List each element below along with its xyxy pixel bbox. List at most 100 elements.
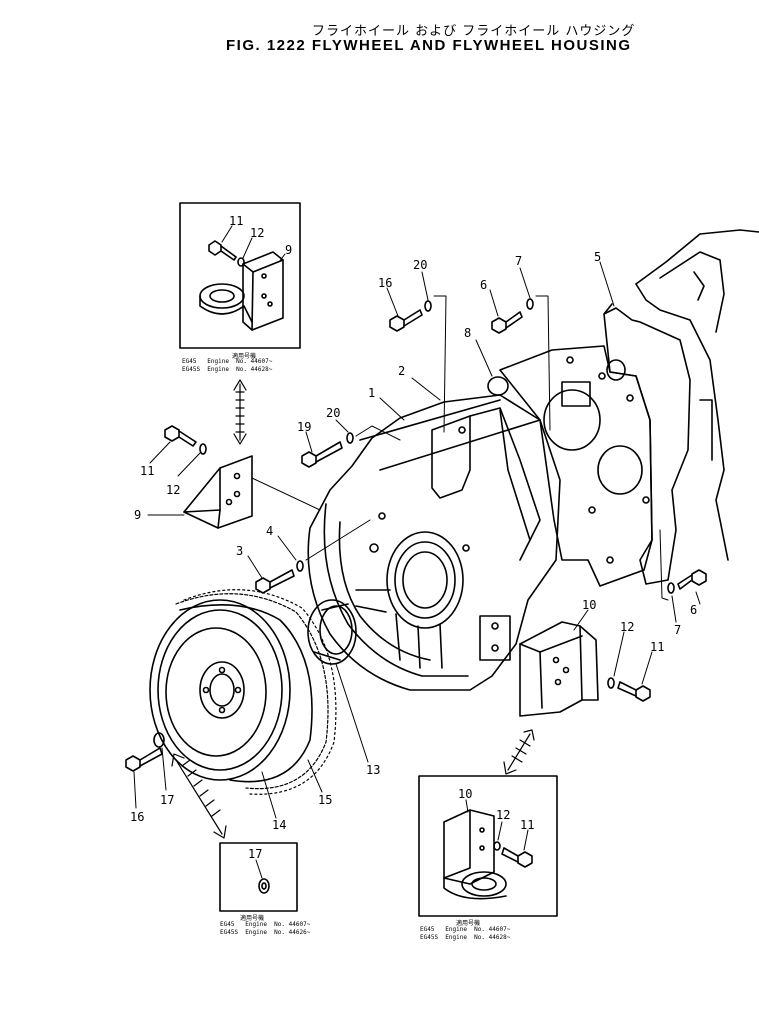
- washer-part-12-inset-top: [237, 257, 245, 267]
- label-part-8: 8: [464, 326, 472, 340]
- note-bottom-left-line1: EG45 Engine No. 44607~: [220, 921, 311, 928]
- washer-part-7-right: [667, 582, 675, 594]
- line-bolt6-to-gasket: [659, 529, 669, 601]
- label-part-10: 10: [582, 598, 597, 612]
- arrow-top-to-bracket: [233, 379, 247, 445]
- bolt-part-11: [164, 425, 197, 447]
- label-part-6: 6: [480, 278, 488, 292]
- leader-5: [599, 261, 615, 307]
- leader-11: [149, 441, 171, 464]
- washer-part-17-inset: [258, 878, 270, 894]
- inset-box-bottom-right: [418, 775, 558, 917]
- label-part-6-right: 6: [690, 603, 698, 617]
- leader-2: [411, 377, 441, 401]
- washer-part-20: [346, 432, 354, 444]
- bolt-part-11-inset-right: [501, 847, 533, 868]
- label-part-16-bottom: 16: [130, 810, 145, 824]
- leader-11-right: [641, 651, 653, 685]
- bolt-part-11-right: [617, 681, 651, 702]
- bolt-part-6-top: [491, 311, 523, 334]
- washer-part-17-bottom: [153, 732, 165, 748]
- washer-part-12: [199, 443, 207, 455]
- inset-box-bottom-left: [219, 842, 298, 912]
- label-part-17: 17: [160, 793, 175, 807]
- label-part-11-right: 11: [650, 640, 665, 654]
- washer-part-12-inset-right: [493, 841, 501, 851]
- label-part-7-right: 7: [674, 623, 682, 637]
- leader-7-top: [519, 267, 531, 299]
- arrow-washer-to-box: [171, 753, 227, 839]
- label-part-15: 15: [318, 793, 333, 807]
- leader-17-bottom: [161, 747, 167, 791]
- ring-gear-part-15: [175, 589, 337, 795]
- label-part-20: 20: [413, 258, 428, 272]
- inset-box-top: [179, 202, 301, 349]
- bolt-part-16-bottom: [125, 747, 163, 772]
- leader-12-right: [613, 631, 625, 677]
- bolt-part-6-right: [677, 569, 707, 590]
- label-part-4: 4: [266, 524, 274, 538]
- label-part-9-left: 9: [134, 508, 142, 522]
- note-top-line2: EG45S Engine No. 44628~: [182, 366, 273, 373]
- label-part-11-inset: 11: [520, 818, 535, 832]
- label-part-9: 9: [285, 243, 293, 257]
- bolt-part-11-inset-top: [208, 240, 237, 261]
- leader-6-right: [695, 591, 701, 605]
- label-part-16: 16: [378, 276, 393, 290]
- plate-part-5: [603, 303, 691, 585]
- leader-20: [335, 419, 349, 433]
- label-part-7: 7: [515, 254, 523, 268]
- leader-17-inset: [255, 859, 263, 879]
- leader-12-top: [242, 237, 253, 259]
- leader-4: [277, 535, 297, 561]
- note-bottom-right-line1: EG45 Engine No. 44607~: [420, 926, 511, 933]
- note-bottom-right-header: 適用号機: [456, 920, 481, 927]
- leader-12-inset: [497, 821, 503, 841]
- engine-block: [635, 229, 759, 561]
- leader-20-top: [421, 271, 429, 301]
- leader-16-bottom: [133, 771, 137, 809]
- leader-10-inset: [465, 799, 469, 813]
- leader-1: [379, 397, 405, 421]
- gasket-part-8: [487, 345, 653, 587]
- label-part-5: 5: [594, 250, 602, 264]
- bracket-part-10-inset: [443, 809, 507, 900]
- label-part-11-left: 11: [140, 464, 155, 478]
- title-japanese: フライホイール および フライホイール ハウジング: [312, 24, 636, 39]
- leader-12: [177, 452, 201, 477]
- washer-part-17-inset-hole: [261, 882, 267, 890]
- leader-11-inset: [523, 829, 529, 851]
- line-bolt3-to-housing: [305, 519, 371, 561]
- note-bottom-left-header: 適用号機: [240, 915, 265, 922]
- bracket-part-9: [183, 455, 253, 529]
- label-part-17-inset: 17: [248, 847, 263, 861]
- leader-13: [335, 663, 369, 763]
- flywheel-part-14: [149, 599, 313, 783]
- bracket-part-10: [519, 621, 599, 717]
- label-part-20-lower: 20: [326, 406, 341, 420]
- label-part-3: 3: [236, 544, 244, 558]
- label-part-12-right: 12: [620, 620, 635, 634]
- label-part-1: 1: [368, 386, 376, 400]
- oil-seal-part-13: [307, 599, 357, 665]
- label-part-13: 13: [366, 763, 381, 777]
- title-english: FIG. 1222 FLYWHEEL AND FLYWHEEL HOUSING: [226, 37, 632, 54]
- flywheel-housing-part-1: [307, 394, 561, 691]
- label-part-12-inset: 12: [496, 808, 511, 822]
- leader-3: [247, 555, 263, 579]
- label-part-19: 19: [297, 420, 312, 434]
- label-part-11: 11: [229, 214, 244, 228]
- note-bottom-left-line2: EG45S Engine No. 44626~: [220, 929, 311, 936]
- note-bottom-right-line2: EG45S Engine No. 44628~: [420, 934, 511, 941]
- leader-9-top: [278, 253, 286, 263]
- note-top-line1: EG45 Engine No. 44607~: [182, 358, 273, 365]
- line-bolt-to-gasket: [535, 295, 551, 431]
- leader-19: [305, 431, 313, 453]
- line-bolt19-to-housing: [355, 425, 401, 441]
- note-top-header: 適用号機: [232, 353, 257, 360]
- washer-part-7-top: [526, 298, 534, 310]
- leader-15: [307, 759, 323, 793]
- washer-part-12-right: [607, 677, 615, 689]
- leader-bracket9-to-housing: [251, 477, 321, 511]
